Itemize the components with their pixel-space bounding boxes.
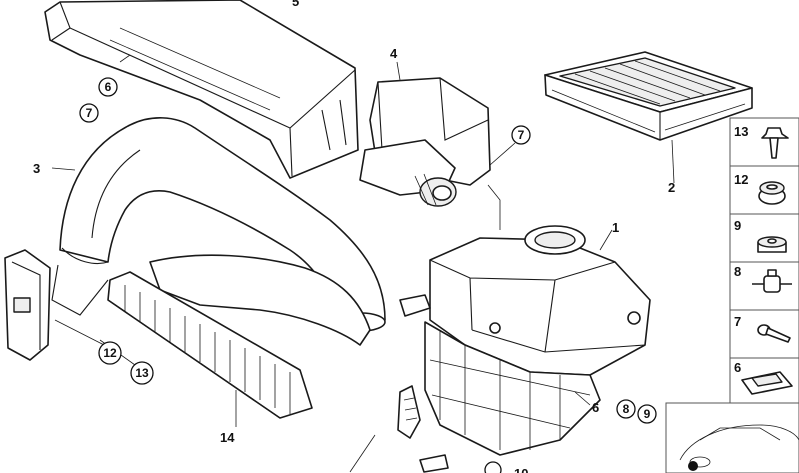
legend-panel: 13 12 9 8 7 6 [729,117,799,404]
airbox-part [399,225,651,456]
callout-4: 4 [390,46,398,61]
legend-9: 9 [734,218,741,233]
callout-5: 5 [292,0,299,9]
legend-13: 13 [734,124,748,139]
callout-13: 13 [135,366,149,380]
resonator-part [359,77,491,207]
callout-2: 2 [668,180,675,195]
callout-8-bottom: 8 [623,402,630,416]
callout-1: 1 [612,220,619,235]
intake-duct-part [44,0,359,179]
bracket-part [4,249,51,361]
location-marker-icon [688,461,698,471]
air-filter-part [544,51,753,141]
legend-6: 6 [734,360,741,375]
grommet-icon [758,181,786,205]
bushing-icon [757,236,787,253]
screw-icon [757,324,791,343]
legend-7: 7 [734,314,741,329]
leader-lines [51,54,675,473]
callouts: 1 2 3 4 5 14 10 [33,0,675,473]
callout-6-top: 6 [105,80,112,94]
legend-8: 8 [734,264,741,279]
guide-plate-part [107,254,371,419]
callout-14: 14 [220,430,235,445]
rivet-icon [761,127,789,159]
rubber-mount-icon [752,269,792,293]
callout-9-bottom: 9 [644,407,651,421]
callout-12: 12 [103,346,117,360]
callout-7-top: 7 [86,106,93,120]
car-thumbnail [665,402,799,473]
callout-6-bottom: 6 [592,400,599,415]
sensor-part [397,385,500,473]
legend-12: 12 [734,172,748,187]
callout-10: 10 [514,466,528,473]
nut-clip-icon [741,371,793,395]
callout-7-right: 7 [518,128,525,142]
circled-callouts: 6 7 7 12 13 6 8 9 [79,77,657,473]
callout-3: 3 [33,161,40,176]
